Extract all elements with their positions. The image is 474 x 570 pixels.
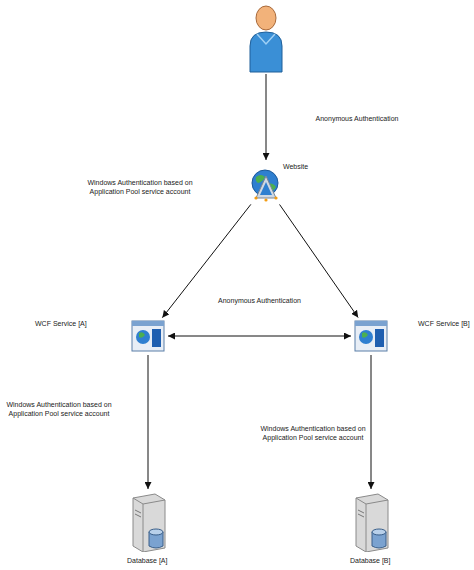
node-label: WCF Service [B] <box>418 319 470 328</box>
wcf-service-node: WCF Service [B] <box>354 320 388 352</box>
edge-label: Anonymous Authentication <box>190 296 330 305</box>
website-node: Website <box>250 168 282 202</box>
connector-arrow <box>371 355 372 489</box>
wcf-service-icon <box>354 320 388 352</box>
connector-arrow <box>148 355 149 489</box>
user-arrow <box>266 74 267 160</box>
website-icon <box>250 168 282 202</box>
note-label: Windows Authentication based on Applicat… <box>0 400 118 418</box>
node-label: Database [B] <box>350 556 390 565</box>
wcf-service-icon <box>131 320 165 352</box>
user-icon <box>250 6 282 72</box>
database-node: Database [A] <box>125 492 171 552</box>
node-label: WCF Service [A] <box>35 319 87 328</box>
node-label: Database [A] <box>127 556 167 565</box>
database-server-icon <box>125 492 171 552</box>
database-server-icon <box>348 492 394 552</box>
connector-arrow <box>168 336 351 337</box>
note-label: Anonymous Authentication <box>300 114 414 123</box>
note-label: Windows Authentication based on Applicat… <box>250 424 376 442</box>
node-label: Website <box>283 162 308 171</box>
note-label: Windows Authentication based on Applicat… <box>70 178 210 196</box>
wcf-service-node: WCF Service [A] <box>131 320 165 352</box>
database-node: Database [B] <box>348 492 394 552</box>
